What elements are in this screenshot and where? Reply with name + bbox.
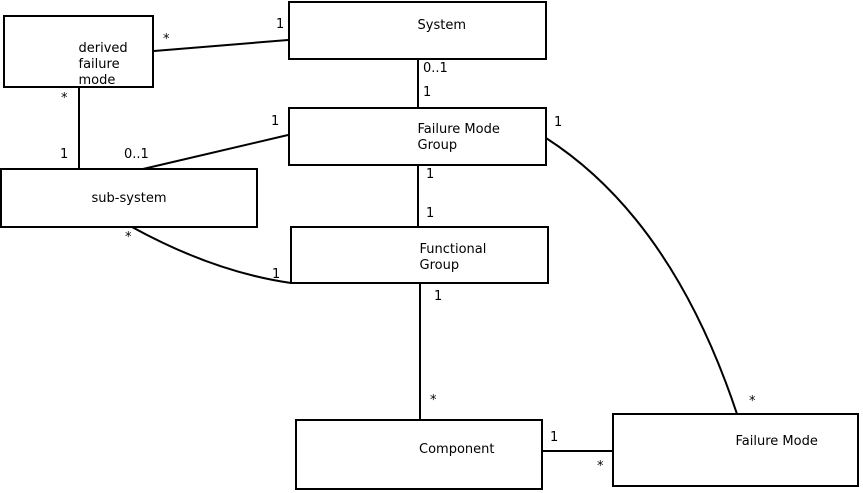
multiplicity-failure-mode-group--functional-group: 1 <box>426 206 435 221</box>
multiplicity-failure-mode-group--failure-mode: * <box>749 394 756 409</box>
edge-failure-mode-group--failure-mode <box>545 137 738 415</box>
class-box-label: sub-system <box>91 191 167 206</box>
multiplicity-functional-group--component: 1 <box>434 289 443 304</box>
class-box-functional-group[interactable]: Functional Group <box>290 226 549 284</box>
edge-sub-system--functional-group <box>131 226 292 284</box>
multiplicity-sub-system--failure-mode-group: 0..1 <box>124 147 149 162</box>
edge-sub-system--failure-mode-group <box>142 134 289 170</box>
class-box-label: System <box>417 17 466 33</box>
multiplicity-failure-mode-group--functional-group: 1 <box>426 167 435 182</box>
class-box-label: derived failure mode <box>78 40 128 88</box>
multiplicity-system--failure-mode-group: 1 <box>423 85 432 100</box>
multiplicity-system--failure-mode-group: 0..1 <box>423 61 448 76</box>
class-box-label: Functional Group <box>419 242 487 273</box>
class-box-label: Failure Mode <box>735 434 818 449</box>
multiplicity-failure-mode-group--failure-mode: 1 <box>554 115 563 130</box>
multiplicity-derived-failure-mode--sub-system: 1 <box>60 147 69 162</box>
multiplicity-sub-system--functional-group: * <box>125 230 132 245</box>
edge-derived-failure-mode--system <box>153 39 289 52</box>
class-box-component[interactable]: Component <box>295 419 543 490</box>
class-box-failure-mode-group[interactable]: Failure Mode Group <box>288 107 547 166</box>
multiplicity-component--failure-mode: * <box>597 459 604 474</box>
class-box-sub-system[interactable]: sub-system <box>0 168 258 228</box>
class-box-derived-failure-mode[interactable]: derived failure mode <box>3 15 154 88</box>
class-box-label: Failure Mode Group <box>417 121 500 153</box>
class-box-system[interactable]: System <box>288 1 547 60</box>
multiplicity-derived-failure-mode--sub-system: * <box>61 91 68 106</box>
multiplicity-derived-failure-mode--system: * <box>163 32 170 47</box>
multiplicity-component--failure-mode: 1 <box>550 430 559 445</box>
class-box-failure-mode[interactable]: Failure Mode <box>612 413 859 487</box>
multiplicity-functional-group--component: * <box>430 393 437 408</box>
multiplicity-sub-system--functional-group: 1 <box>272 267 281 282</box>
multiplicity-derived-failure-mode--system: 1 <box>276 17 285 32</box>
class-box-label: Component <box>419 441 495 457</box>
multiplicity-sub-system--failure-mode-group: 1 <box>271 114 280 129</box>
